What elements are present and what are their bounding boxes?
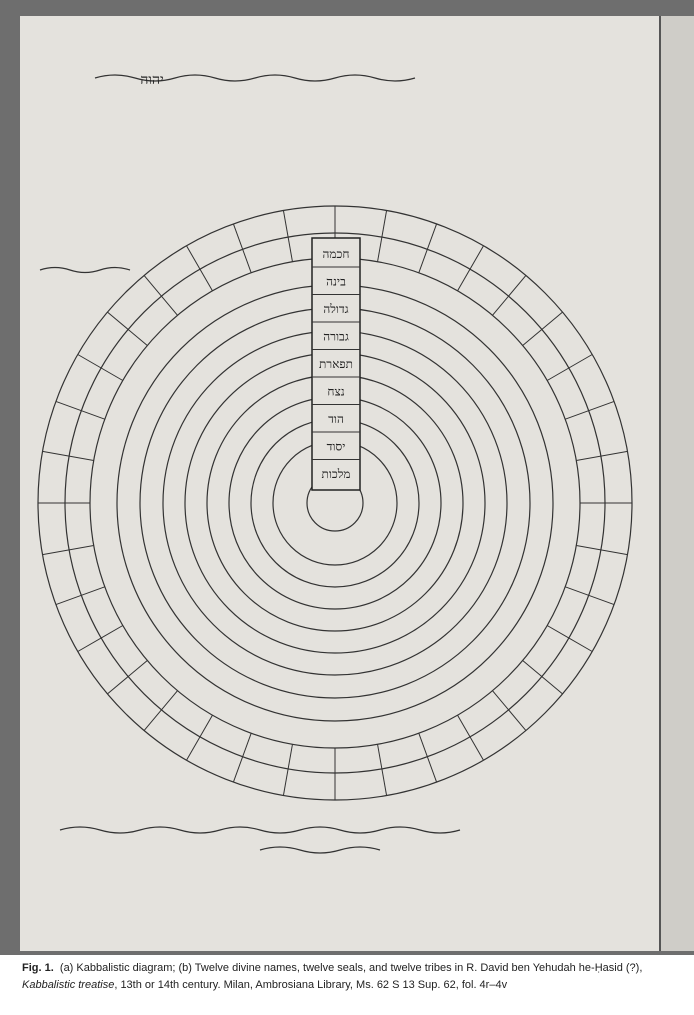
sefirah-label: מלכות xyxy=(322,467,351,481)
handwritten-header xyxy=(39,74,461,854)
divider xyxy=(282,210,293,262)
caption-title: Kabbalistic treatise xyxy=(22,979,115,991)
figure-caption: Fig. 1. (a) Kabbalistic diagram; (b) Twe… xyxy=(22,960,682,994)
divine-name-header: יהוה xyxy=(140,72,163,88)
divider xyxy=(107,311,148,346)
divider xyxy=(186,245,213,292)
divider xyxy=(55,400,105,420)
divider xyxy=(232,223,252,273)
divider xyxy=(457,714,484,761)
sefirah-label: יסוד xyxy=(327,440,346,454)
sefirot-labels: חכמה בינה גדולה גבורה תפארת נצח הוד יסוד מלכות xyxy=(312,247,360,481)
divider xyxy=(492,275,527,316)
facing-page-edge xyxy=(660,16,694,951)
sefirah-label: נצח xyxy=(327,385,344,399)
sefirah-label: גבורה xyxy=(323,330,349,344)
caption-label: Fig. 1. xyxy=(22,962,54,974)
divider xyxy=(522,660,563,695)
divider xyxy=(576,545,628,556)
divider xyxy=(565,400,615,420)
divider xyxy=(418,733,438,783)
divider xyxy=(143,275,178,316)
sefirah-label: חכמה xyxy=(323,247,350,261)
divider xyxy=(107,660,148,695)
divider xyxy=(576,450,628,461)
divider xyxy=(42,545,94,556)
sefirot-column xyxy=(311,237,361,491)
divider xyxy=(143,690,178,731)
divider xyxy=(418,223,438,273)
divider xyxy=(282,744,293,796)
divider xyxy=(546,354,593,381)
divider xyxy=(492,690,527,731)
divider xyxy=(232,733,252,783)
sefirah-label: גדולה xyxy=(323,302,348,316)
divider xyxy=(77,625,124,652)
divider xyxy=(377,210,388,262)
divider xyxy=(377,744,388,796)
divider xyxy=(565,586,615,606)
divider xyxy=(186,714,213,761)
divider xyxy=(42,450,94,461)
divider xyxy=(55,586,105,606)
sefirah-label: תפארת xyxy=(319,357,353,371)
caption-text-b: , 13th or 14th century. Milan, Ambrosian… xyxy=(114,979,508,991)
divider xyxy=(546,625,593,652)
divider xyxy=(457,245,484,292)
sefirah-label: הוד xyxy=(328,412,344,426)
divider xyxy=(522,311,563,346)
divider xyxy=(77,354,124,381)
caption-text-a: (a) Kabbalistic diagram; (b) Twelve divi… xyxy=(59,962,643,974)
sefirah-label: בינה xyxy=(326,275,346,289)
outer-ring-dividers xyxy=(38,206,632,800)
manuscript-scan: יהוה חכמה בינה גדולה גבורה תפארת נצח הוד יסוד מל… xyxy=(0,0,694,955)
